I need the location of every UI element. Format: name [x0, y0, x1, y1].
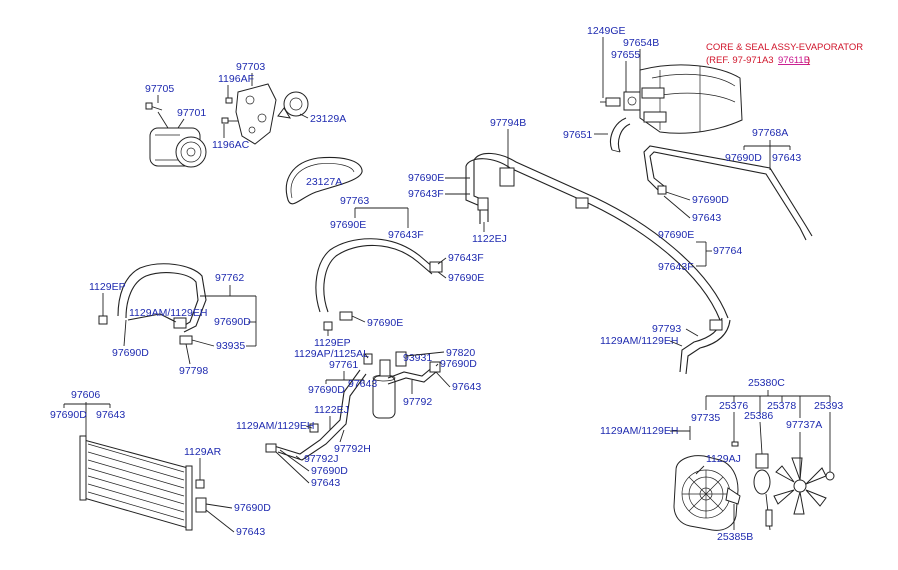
label-97643-e: 97643	[96, 409, 125, 421]
header-title: CORE & SEAL ASSY-EVAPORATOR	[706, 42, 863, 53]
label-97643F-d: 97643F	[658, 261, 694, 273]
label-97690E-e: 97690E	[367, 317, 403, 329]
label-97651: 97651	[563, 129, 592, 141]
label-97690D-h: 97690D	[234, 502, 271, 514]
label-97798: 97798	[179, 365, 208, 377]
fan-nut	[825, 471, 835, 481]
compressor-group	[145, 83, 309, 168]
label-97654B: 97654B	[623, 37, 659, 49]
label-97701: 97701	[177, 107, 206, 119]
label-93935: 93935	[216, 340, 245, 352]
label-1129EP-b: 1129EP	[314, 337, 351, 349]
receiver-drier	[363, 351, 407, 419]
label-1129AM-d: 1129AM/1129EH	[600, 425, 678, 437]
label-1129AJ: 1129AJ	[706, 453, 741, 465]
label-25393: 25393	[814, 400, 843, 412]
label-97737A: 97737A	[786, 419, 822, 431]
label-1129AM-c: 1129AM/1129EH	[236, 420, 314, 432]
label-97690E-a: 97690E	[330, 219, 366, 231]
label-97703: 97703	[236, 61, 265, 73]
label-97690D-a: 97690D	[725, 152, 762, 164]
suction-hose-assembly	[315, 152, 731, 375]
liquid-tube-97768A	[643, 145, 813, 241]
label-97690E-d: 97690E	[658, 229, 694, 241]
label-25378: 25378	[767, 400, 796, 412]
label-97794B: 97794B	[490, 117, 526, 129]
label-97643-b: 97643	[692, 212, 721, 224]
evaporator-core	[639, 64, 743, 134]
label-97690D-f: 97690D	[50, 409, 87, 421]
label-97768A: 97768A	[752, 127, 788, 139]
label-93931: 93931	[403, 352, 432, 364]
discharge-hose-97762	[117, 263, 207, 345]
label-97690D-g: 97690D	[311, 465, 348, 477]
belt-23127A	[285, 156, 363, 205]
header-ref-suffix: )	[807, 55, 810, 66]
label-1129AP: 1129AP/1125AL	[294, 348, 369, 360]
label-97690D-c: 97690D	[112, 347, 149, 359]
label-97690D-f2: 97690D	[440, 358, 477, 370]
label-97655: 97655	[611, 49, 640, 61]
label-25380C: 25380C	[748, 377, 785, 389]
label-97643F-c: 97643F	[448, 252, 484, 264]
label-97643-f: 97643	[311, 477, 340, 489]
label-1129AR: 1129AR	[184, 446, 222, 458]
fan-blade	[773, 457, 827, 515]
label-97690E-c: 97690E	[448, 272, 484, 284]
label-97643-c: 97643	[348, 378, 377, 390]
header-ref-prefix: (REF. 97-971A3	[706, 55, 774, 66]
label-97792J: 97792J	[304, 453, 338, 465]
condenser-97606	[79, 435, 207, 531]
label-97690D-d: 97690D	[214, 316, 251, 328]
label-1196AC: 1196AC	[212, 139, 250, 151]
fan-motor	[753, 453, 773, 531]
label-23129A: 23129A	[310, 113, 346, 125]
label-97705: 97705	[145, 83, 174, 95]
label-25385B: 25385B	[717, 531, 753, 543]
label-97763: 97763	[340, 195, 369, 207]
label-1196AF: 1196AF	[218, 73, 254, 85]
label-97643-a: 97643	[772, 152, 801, 164]
liquid-line-97761	[265, 361, 441, 461]
label-97643F-a: 97643F	[388, 229, 424, 241]
label-97792H: 97792H	[334, 443, 371, 455]
label-1249GE: 1249GE	[587, 25, 626, 37]
label-1122EJ-a: 1122EJ	[472, 233, 507, 245]
tensioner-pulley	[277, 91, 309, 119]
label-97793: 97793	[652, 323, 681, 335]
label-1129AM-b: 1129AM/1129EH	[600, 335, 678, 347]
label-97792: 97792	[403, 396, 432, 408]
label-1129EP-a: 1129EP	[89, 281, 126, 293]
expansion-valve	[600, 87, 667, 123]
label-23127A: 23127A	[306, 176, 342, 188]
ref-link-97611B[interactable]: 97611B	[778, 55, 810, 66]
label-97820: 97820	[446, 347, 475, 359]
compressor-bracket	[221, 83, 277, 145]
label-97761: 97761	[329, 359, 358, 371]
fan-shroud	[673, 455, 739, 531]
label-97764: 97764	[713, 245, 742, 257]
label-97643-d: 97643	[452, 381, 481, 393]
wire-clip	[725, 487, 741, 505]
drain-hose-97651	[609, 117, 631, 153]
label-1129AM-a: 1129AM/1129EH	[129, 307, 207, 319]
label-97690E-b: 97690E	[408, 172, 444, 184]
label-97690D-e: 97690D	[308, 384, 345, 396]
label-97735: 97735	[691, 412, 720, 424]
label-1122EJ-b: 1122EJ	[314, 404, 349, 416]
label-97690D-b: 97690D	[692, 194, 729, 206]
label-25386: 25386	[744, 410, 773, 422]
compressor-bolt	[145, 102, 169, 129]
label-97606: 97606	[71, 389, 100, 401]
label-25376: 25376	[719, 400, 748, 412]
label-97762: 97762	[215, 272, 244, 284]
compressor-body	[149, 127, 207, 168]
label-97643F-b: 97643F	[408, 188, 444, 200]
label-97643-g: 97643	[236, 526, 265, 538]
